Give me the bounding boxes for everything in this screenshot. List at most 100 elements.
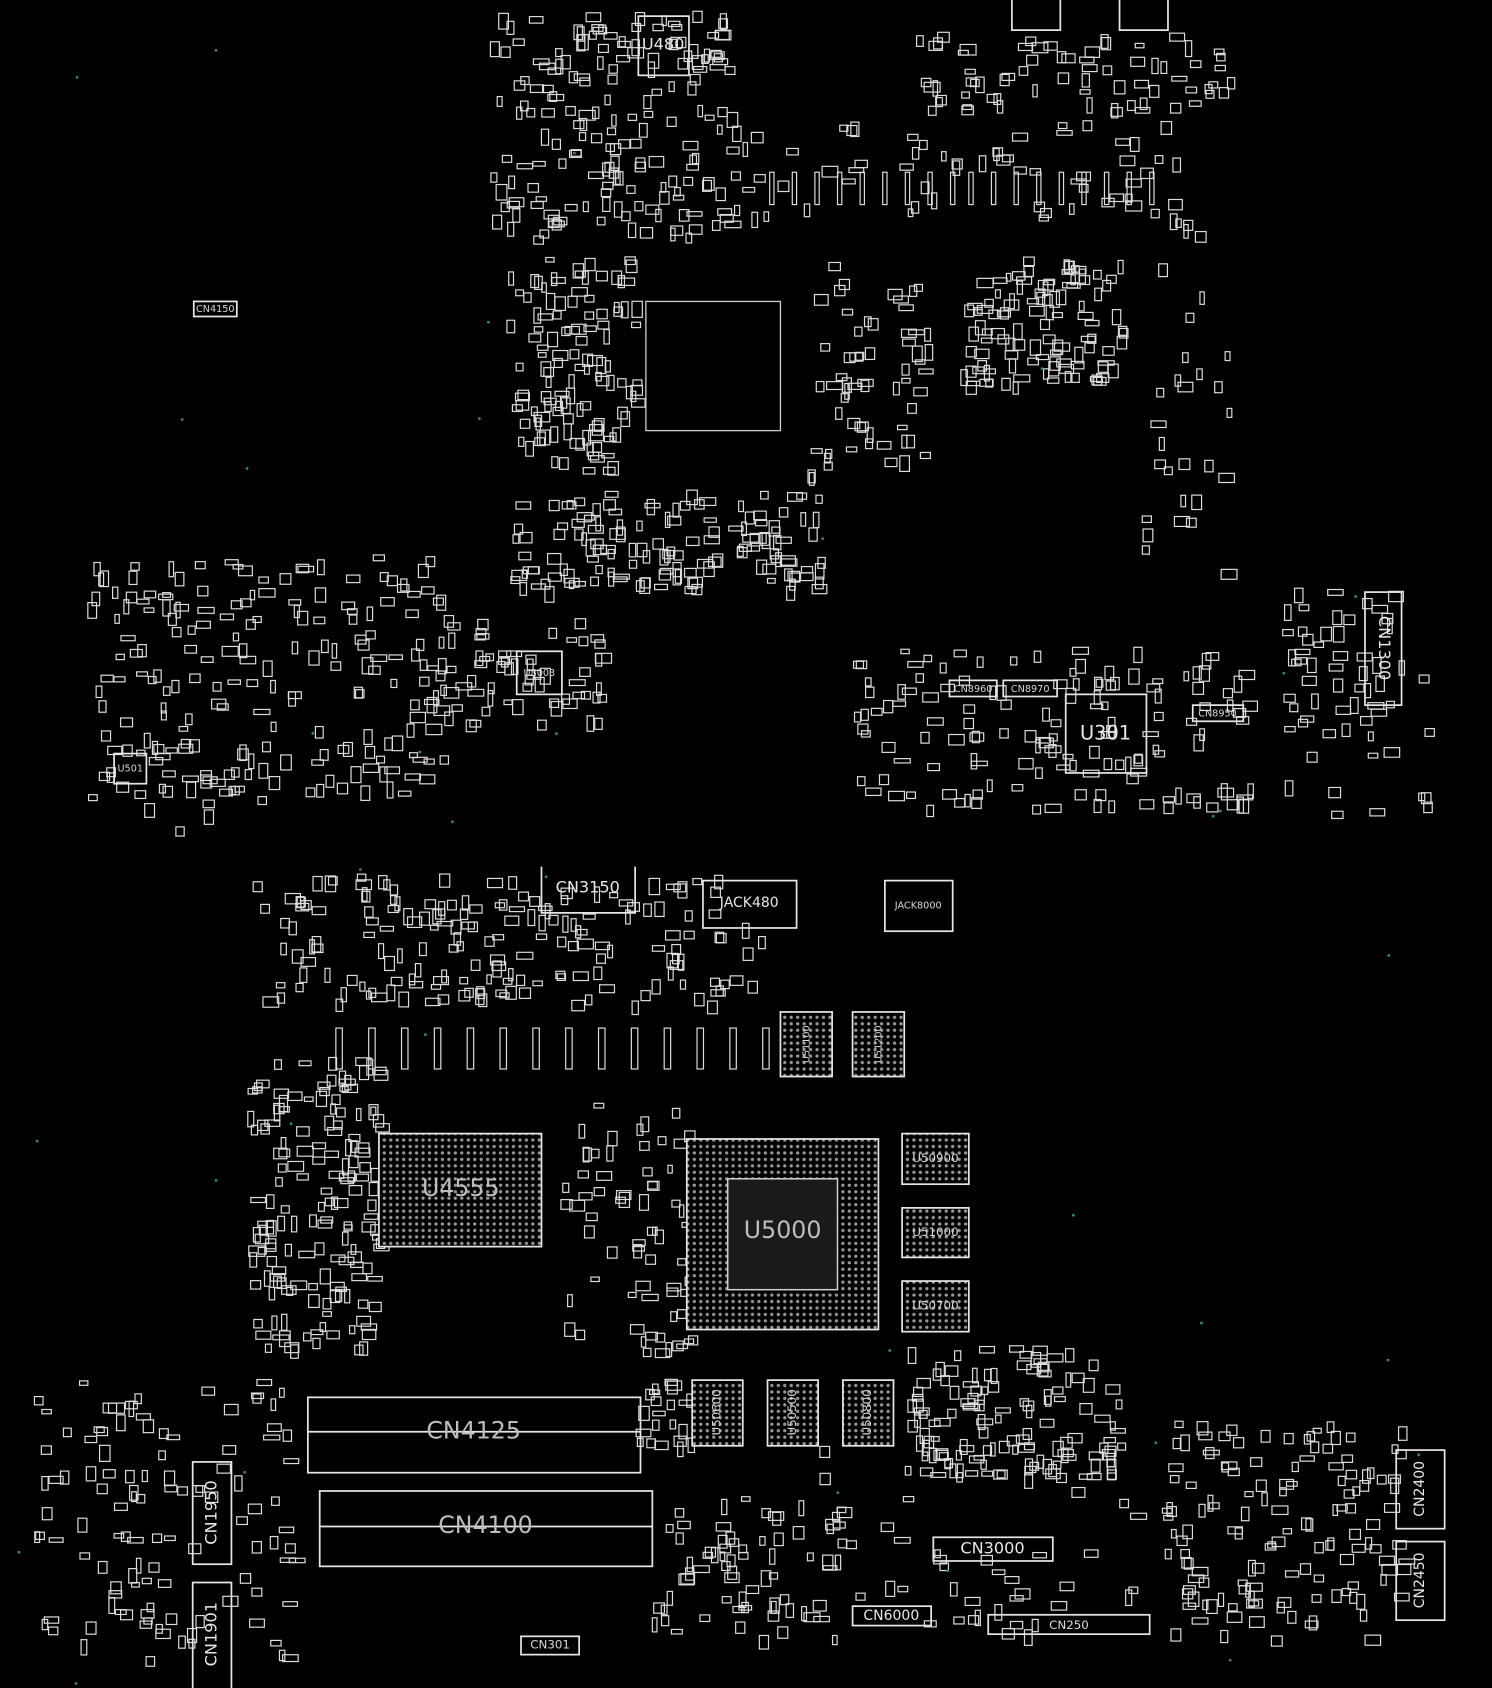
passive-pad <box>498 650 512 658</box>
passive-pad <box>341 1231 349 1246</box>
component-jack480[interactable]: JACK480 <box>702 879 798 929</box>
passive-pad <box>279 1557 297 1563</box>
passive-pad <box>298 1060 312 1067</box>
passive-pad <box>808 472 815 486</box>
component-u50800[interactable]: U50800 <box>842 1379 895 1447</box>
component-cn3000[interactable]: CN3000 <box>932 1536 1054 1562</box>
component-u301[interactable]: U301 <box>1064 693 1148 774</box>
passive-pad <box>1205 1447 1215 1460</box>
passive-pad <box>525 654 537 665</box>
passive-pad <box>1192 681 1205 695</box>
passive-pad <box>773 1532 784 1547</box>
passive-pad <box>597 320 610 330</box>
passive-pad <box>543 367 555 377</box>
passive-pad <box>375 755 386 764</box>
passive-pad <box>928 1419 941 1428</box>
passive-pad <box>569 1199 586 1212</box>
component-u50700[interactable]: U50700 <box>901 1280 970 1333</box>
label-cn2450: CN2450 <box>1412 1552 1428 1608</box>
passive-pad <box>1186 793 1201 804</box>
component-jack8000[interactable]: JACK8000 <box>884 879 954 933</box>
passive-pad <box>630 398 646 408</box>
component-top-connector-2[interactable] <box>1118 0 1169 32</box>
component-u51200[interactable]: U51200 <box>851 1011 906 1078</box>
component-cn8960[interactable]: CN8960 <box>948 679 998 698</box>
component-u51000[interactable]: U51000 <box>901 1207 970 1259</box>
passive-pad <box>1220 1629 1229 1644</box>
passive-pad <box>423 758 435 765</box>
component-cn3150[interactable]: CN3150 <box>540 866 636 914</box>
passive-pad <box>615 526 626 543</box>
passive-pad <box>746 545 761 552</box>
passive-pad <box>949 1385 960 1400</box>
component-cn8950[interactable]: CN8950 <box>1191 704 1245 723</box>
label-cn8960: CN8960 <box>954 684 993 695</box>
component-cn1300[interactable]: CN1300 <box>1364 591 1403 706</box>
passive-pad <box>1070 274 1076 286</box>
passive-pad <box>630 138 642 149</box>
component-u501[interactable]: U501 <box>113 752 148 785</box>
component-cn6000[interactable]: CN6000 <box>851 1605 933 1627</box>
component-cn8970[interactable]: CN8970 <box>1002 679 1058 698</box>
passive-pad <box>759 1536 766 1546</box>
passive-pad <box>980 337 993 344</box>
passive-pad <box>742 533 760 543</box>
passive-pad <box>803 203 811 218</box>
passive-pad <box>1036 1363 1049 1377</box>
passive-pad <box>519 582 528 596</box>
passive-pad <box>1327 1537 1335 1551</box>
passive-pad <box>1134 42 1145 49</box>
passive-pad <box>1152 678 1164 685</box>
component-cn1901[interactable]: CN1901 <box>191 1581 233 1688</box>
passive-pad <box>96 1426 109 1437</box>
component-cn2400[interactable]: CN2400 <box>1395 1449 1446 1530</box>
component-u4555[interactable]: U4555 <box>378 1132 543 1248</box>
via-dot <box>946 1569 950 1573</box>
passive-pad <box>755 519 768 527</box>
passive-pad <box>562 413 574 425</box>
component-cn4100[interactable]: CN4100 <box>318 1490 654 1568</box>
passive-pad <box>249 589 256 601</box>
passive-pad <box>360 1323 378 1331</box>
passive-pad <box>939 662 947 674</box>
component-cn4150[interactable]: CN4150 <box>192 300 238 318</box>
passive-pad <box>976 656 984 668</box>
passive-pad <box>1330 1430 1341 1446</box>
component-top-connector-1[interactable] <box>1011 0 1062 32</box>
component-u50500[interactable]: U50500 <box>766 1379 819 1447</box>
component-cn301[interactable]: CN301 <box>520 1635 581 1656</box>
passive-pad <box>934 1549 941 1559</box>
passive-pad <box>720 979 730 990</box>
component-cn4125[interactable]: CN4125 <box>307 1396 642 1474</box>
passive-pad <box>185 713 193 726</box>
passive-pad <box>592 441 603 453</box>
component-u51100[interactable]: U51100 <box>779 1011 833 1078</box>
passive-pad <box>1110 107 1123 117</box>
passive-pad <box>634 12 646 26</box>
passive-pad <box>603 328 610 345</box>
label-cn8950: CN8950 <box>1198 709 1237 720</box>
component-u50900[interactable]: U50900 <box>901 1132 970 1186</box>
passive-pad <box>1226 799 1239 811</box>
passive-pad <box>320 639 329 654</box>
component-u8003[interactable]: U8003 <box>515 650 563 696</box>
passive-pad <box>710 886 721 898</box>
component-u50600[interactable]: U50600 <box>691 1379 744 1447</box>
passive-pad <box>901 434 908 449</box>
passive-pad <box>715 1522 732 1532</box>
component-u480[interactable]: U480 <box>637 15 690 77</box>
passive-pad <box>1271 1505 1289 1516</box>
passive-pad <box>1026 1364 1042 1375</box>
component-cn1950[interactable]: CN1950 <box>191 1461 233 1566</box>
passive-pad <box>1048 744 1057 758</box>
passive-pad <box>880 1522 895 1533</box>
component-cpu-top[interactable] <box>645 300 782 432</box>
passive-pad <box>841 308 854 316</box>
passive-pad <box>919 451 931 460</box>
component-u5000[interactable]: U5000 <box>685 1138 880 1331</box>
component-cn2450[interactable]: CN2450 <box>1395 1540 1446 1622</box>
component-cn250[interactable]: CN250 <box>987 1613 1151 1636</box>
passive-pad <box>79 1552 91 1560</box>
passive-pad <box>291 641 299 655</box>
passive-pad <box>522 682 533 692</box>
